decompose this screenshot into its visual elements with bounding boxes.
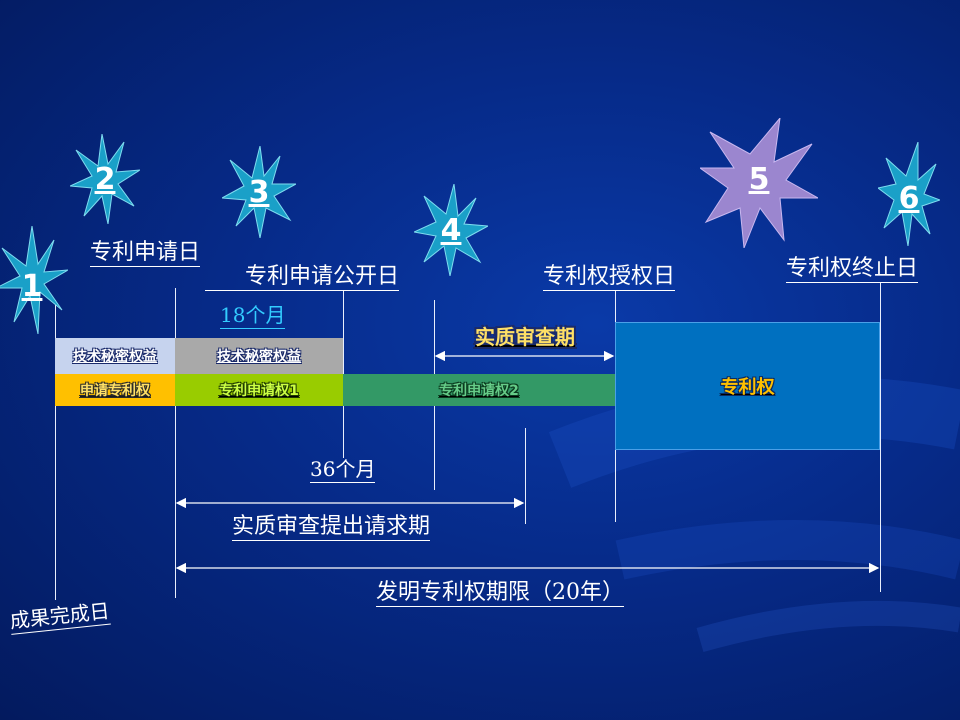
trade-secret-bar-2-label: 技术秘密权益 [217, 349, 301, 365]
guide-line-termination [880, 282, 881, 592]
milestone-number-1: 1 [21, 268, 43, 304]
right-to-apply-label: 申请专利权 [80, 383, 150, 399]
milestone-star-4: 4 [412, 183, 490, 277]
application-right-2-label: 专利申请权2 [439, 383, 519, 399]
guide-line-completion [55, 300, 56, 600]
milestone-number-5: 5 [748, 161, 770, 197]
trade-secret-bar-2: 技术秘密权益 [175, 338, 343, 374]
patent-term-label: 发明专利权期限（20年） [376, 580, 624, 607]
months-18-label: 18个月 [220, 303, 286, 329]
milestone-star-5: 5 [698, 116, 820, 249]
publication-date-label: 专利申请公开日 [205, 264, 400, 291]
guide-line-36-months [525, 428, 526, 524]
grant-date-label: 专利权授权日 [543, 264, 676, 291]
right-to-apply-bar: 申请专利权 [55, 374, 175, 406]
milestone-number-4: 4 [440, 212, 462, 248]
milestone-star-6: 6 [876, 141, 942, 247]
milestone-number-3: 3 [248, 174, 270, 210]
guide-line-application [175, 288, 176, 598]
trade-secret-bar-1: 技术秘密权益 [55, 338, 175, 374]
patent-right-label: 专利权 [720, 377, 775, 398]
milestone-number-2: 2 [94, 161, 116, 197]
application-right-bar-2: 专利申请权2 [343, 374, 615, 406]
application-date-label: 专利申请日 [90, 240, 201, 267]
substantive-exam-label: 实质审查期 [475, 324, 575, 349]
exam-request-period-label: 实质审查提出请求期 [232, 514, 431, 541]
milestone-star-3: 3 [220, 145, 297, 239]
milestone-number-6: 6 [898, 180, 920, 216]
application-right-1-label: 专利申请权1 [219, 383, 299, 399]
patent-right-box: 专利权 [615, 322, 880, 450]
months-36-label: 36个月 [310, 457, 376, 483]
termination-date-label: 专利权终止日 [786, 256, 919, 283]
milestone-star-1: 1 [0, 225, 69, 335]
trade-secret-bar-1-label: 技术秘密权益 [73, 349, 157, 365]
application-right-bar-1: 专利申请权1 [175, 374, 343, 406]
milestone-star-2: 2 [68, 133, 141, 225]
